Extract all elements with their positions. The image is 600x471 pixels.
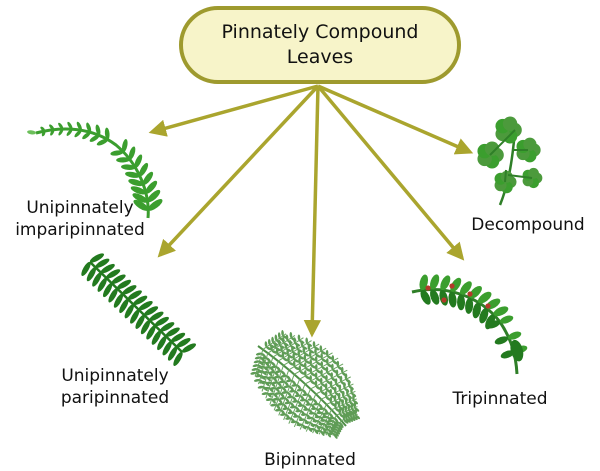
root-node [179,6,461,84]
paripinnate-leaf-icon [81,253,196,366]
imparipinnate-leaf-icon [27,121,163,219]
label-unipinnately-paripinnated: Unipinnately paripinnated [60,366,170,408]
connector-arrows [148,84,474,338]
arrow-to-unipinnately-paripinnated [157,84,320,258]
label-bipinnated: Bipinnated [264,450,356,470]
label-tripinnated: Tripinnated [452,389,548,409]
root-label: Pinnately Compound Leaves [221,21,419,68]
label-unipinnately-imparipinnated: Unipinnately imparipinnated [15,198,145,240]
arrow-to-tripinnated [316,84,465,261]
arrow-to-decompound [317,84,474,155]
label-decompound: Decompound [471,215,585,235]
arrow-to-unipinnately-imparipinnated [148,84,319,137]
decompound-leaf-icon [477,116,543,206]
fern-frond-icon [250,330,361,439]
tripinnate-branch-icon [411,274,528,375]
arrow-to-bipinnated [303,85,322,338]
